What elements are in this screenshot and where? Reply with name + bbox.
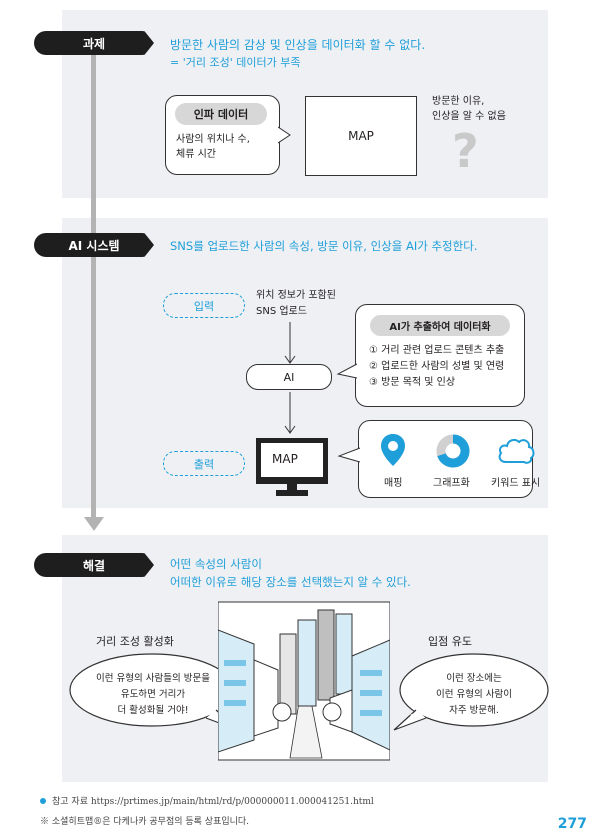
right-speech-bubble	[393, 653, 549, 731]
output-bubble-tail	[337, 447, 361, 463]
extract-item-2: ② 업로드한 사람의 성별 및 연령	[369, 361, 505, 372]
unknown-text-2: 인상을 알 수 없음	[432, 111, 506, 122]
question-mark-icon: ?	[452, 124, 479, 178]
output-keyword: 키워드 표시	[491, 478, 541, 489]
extract-tag: AI가 추출하여 데이터화	[370, 315, 510, 336]
output-graph: 그래프화	[433, 478, 470, 489]
trademark-note: ※ 소셜히트맵®은 다케나카 공무점의 등록 상표입니다.	[40, 817, 250, 827]
infra-desc-2: 체류 시간	[176, 149, 216, 160]
right-title: 입점 유도	[428, 635, 472, 648]
output-mapping: 매핑	[384, 478, 403, 489]
page-number: 277	[557, 816, 587, 828]
right-bubble-line-2: 이런 유형의 사람이	[436, 689, 512, 700]
left-bubble-line-2: 유도하면 거리가	[120, 689, 186, 700]
flow-arrow-line	[91, 52, 96, 522]
extract-bubble-tail	[336, 363, 358, 379]
bullet-dot-icon	[40, 797, 46, 804]
ai-headline: SNS를 업로드한 사람의 속성, 방문 이유, 인상을 AI가 추정한다.	[170, 239, 478, 253]
input-desc-1: 위치 정보가 포함된	[256, 290, 336, 301]
output-label: 출력	[163, 451, 245, 476]
cloud-icon	[498, 438, 535, 464]
ai-label: AI 시스템	[34, 233, 154, 257]
monitor-icon	[256, 438, 328, 496]
flow-arrow-head	[84, 517, 104, 531]
problem-line1: 방문한 사람의 감상 및 인상을 데이터화 할 수 없다.	[170, 38, 426, 52]
infra-bubble-tail	[278, 126, 291, 144]
arrow-to-ai	[284, 322, 296, 364]
right-bubble-line-1: 이런 장소에는	[446, 673, 502, 684]
infra-tag: 인파 데이터	[175, 103, 267, 125]
extract-item-1: ① 거리 관련 업로드 콘텐츠 추출	[369, 345, 505, 356]
input-desc-2: SNS 업로드	[256, 306, 307, 317]
solution-line2: 어떠한 이유로 해당 장소를 선택했는지 알 수 있다.	[170, 575, 411, 589]
input-label: 입력	[163, 293, 245, 318]
street-illustration	[218, 601, 390, 761]
problem-label: 과제	[34, 31, 154, 55]
unknown-text-1: 방문한 이유,	[432, 96, 485, 107]
donut-chart-icon	[436, 434, 470, 468]
extract-item-3: ③ 방문 목적 및 인상	[369, 377, 456, 388]
left-bubble-line-1: 이런 유형의 사람들의 방문을	[96, 673, 210, 684]
ai-box: AI	[246, 364, 332, 390]
solution-label: 해결	[34, 553, 154, 577]
map-pin-icon	[381, 434, 405, 466]
solution-line1: 어떤 속성의 사람이	[170, 557, 262, 571]
problem-line2: = '거리 조성' 데이터가 부족	[170, 56, 301, 69]
monitor-map-text: MAP	[272, 452, 298, 466]
arrow-to-output	[284, 392, 296, 434]
infra-desc-1: 사람의 위치나 수,	[176, 134, 250, 145]
map-box: MAP	[305, 96, 417, 176]
reference-note: 참고 자료 https://prtimes.jp/main/html/rd/p/…	[40, 794, 374, 807]
reference-text: 참고 자료 https://prtimes.jp/main/html/rd/p/…	[52, 797, 374, 807]
left-bubble-line-3: 더 활성화될 거야!	[117, 705, 189, 716]
right-bubble-line-3: 자주 방문해.	[449, 705, 499, 716]
left-title: 거리 조성 활성화	[96, 635, 174, 648]
